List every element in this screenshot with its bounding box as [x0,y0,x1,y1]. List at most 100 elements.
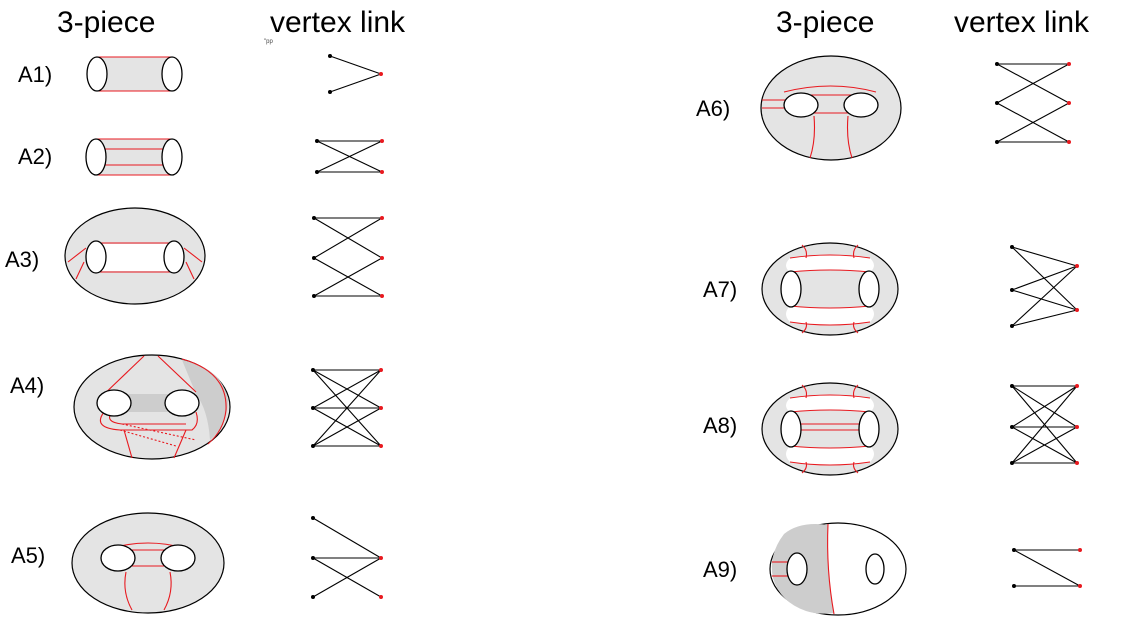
link-edge [1011,265,1078,327]
piece-a1 [86,56,183,92]
link-edge [313,217,383,259]
header-vertex-link-left: vertex link [270,6,406,39]
piece-a6 [760,55,902,161]
label-a8: A8) [703,413,738,438]
header-3-piece-left: 3-piece [57,6,156,39]
stray-mark: "pp [264,39,273,45]
link-edge [1011,246,1078,267]
link-vertex-left [312,216,316,220]
link-vertex-left [315,170,319,174]
link-vertex-right [1067,62,1071,66]
link-vertex-left [1010,425,1014,429]
link-edge [329,55,382,75]
vertex-link-a3 [312,216,384,298]
link-vertex-left [328,90,332,94]
link-edge [1011,385,1078,428]
link-vertex-left [1010,245,1014,249]
link-vertex-right [1067,140,1071,144]
link-vertex-left [1012,584,1016,588]
piece-a7 [761,242,899,336]
label-a3: A3) [5,247,40,272]
link-edge [1011,289,1078,311]
link-vertex-right [1078,548,1082,552]
link-vertex-right [379,406,383,410]
header-3-piece-right: 3-piece [776,6,875,39]
label-a4: A4) [10,373,45,398]
link-vertex-right [379,72,383,76]
link-vertex-left [312,294,316,298]
link-vertex-right [1067,101,1071,105]
label-a2: A2) [18,144,53,169]
link-edge [996,102,1070,143]
link-edge [996,63,1070,104]
label-a7: A7) [703,277,738,302]
link-edge [312,369,382,409]
link-edge [312,557,382,598]
link-vertex-right [1075,308,1079,312]
link-vertex-left [1010,288,1014,292]
link-vertex-right [380,170,384,174]
label-a1: A1) [18,62,53,87]
link-edge [312,407,382,447]
link-vertex-right [379,595,383,599]
vertex-link-a2 [315,139,384,174]
link-vertex-left [312,256,316,260]
link-vertex-left [311,556,315,560]
piece-a9 [769,522,907,616]
link-edge [1011,265,1078,291]
link-vertex-right [380,294,384,298]
vertex-link-a6 [995,62,1071,144]
vertex-link-a1 [328,54,383,94]
link-edge [312,517,382,559]
link-vertex-left [311,595,315,599]
link-vertex-left [311,406,315,410]
label-a6: A6) [696,96,731,121]
piece-a8 [761,382,899,476]
link-vertex-left [995,140,999,144]
link-vertex-left [1010,324,1014,328]
piece-a2 [85,138,183,176]
link-vertex-left [995,101,999,105]
link-vertex-left [1010,384,1014,388]
link-vertex-left [328,54,332,58]
label-a9: A9) [703,557,738,582]
link-vertex-right [380,256,384,260]
vertex-link-a9 [1012,548,1082,588]
piece-a4 [73,354,231,460]
piece-a5 [71,512,225,614]
link-vertex-right [379,556,383,560]
link-vertex-right [1075,384,1079,388]
link-edge [329,73,382,93]
link-vertex-left [311,368,315,372]
vertex-link-graphs [311,54,1082,599]
vertex-link-a5 [311,516,383,599]
vertex-link-a4 [311,368,383,448]
link-vertex-left [1010,461,1014,465]
label-a5: A5) [11,543,46,568]
link-edge [313,257,383,297]
link-vertex-right [1078,584,1082,588]
link-edge [312,369,382,447]
link-vertex-right [379,368,383,372]
vertex-link-a7 [1010,245,1079,328]
link-edge [316,140,383,173]
link-edge [1011,309,1078,327]
link-vertex-left [995,62,999,66]
header-vertex-link-right: vertex link [954,6,1090,39]
link-vertex-right [380,139,384,143]
link-vertex-left [1012,548,1016,552]
vertex-link-a8 [1010,384,1079,465]
link-vertex-right [1075,264,1079,268]
link-edge [1013,549,1081,587]
link-edge [1011,385,1078,464]
link-vertex-left [311,516,315,520]
link-vertex-right [1075,425,1079,429]
link-vertex-right [379,444,383,448]
link-vertex-left [311,444,315,448]
link-vertex-right [380,216,384,220]
piece-a3 [64,207,206,305]
link-edge [1011,426,1078,464]
link-vertex-left [315,139,319,143]
link-vertex-right [1075,461,1079,465]
